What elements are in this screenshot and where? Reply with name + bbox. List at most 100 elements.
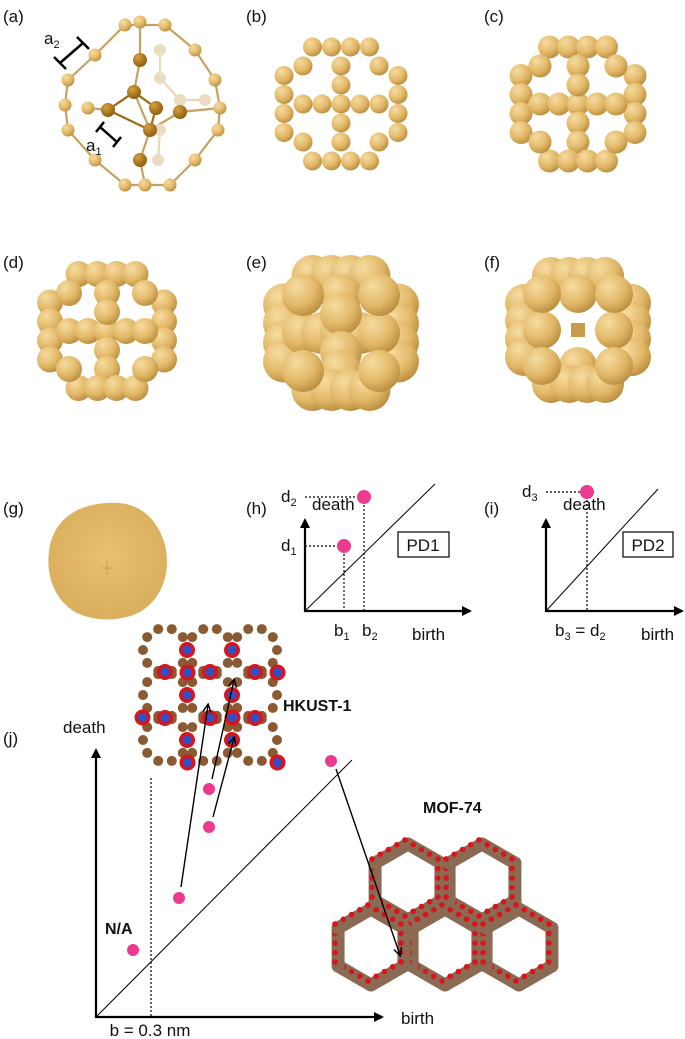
atom <box>435 894 441 900</box>
atom <box>174 94 186 106</box>
atom <box>358 274 400 316</box>
atom <box>373 973 380 980</box>
atom <box>282 350 324 392</box>
atom <box>133 53 147 67</box>
atom <box>320 293 362 335</box>
mof-74-structure <box>331 837 559 992</box>
main-persistence-diagram: death birth b = 0.3 nm N/A HKUST-1 MOF-7… <box>63 680 482 1039</box>
atom <box>504 973 511 980</box>
atom <box>529 911 536 918</box>
atom <box>623 64 647 87</box>
threshold-label: b = 0.3 nm <box>110 1021 191 1039</box>
atom <box>101 103 115 117</box>
atom <box>480 921 486 927</box>
pd1-box-label: PD1 <box>406 536 439 555</box>
atom <box>523 347 561 385</box>
atom <box>389 916 396 923</box>
atom <box>75 318 101 344</box>
atom <box>222 677 233 688</box>
atom <box>188 153 202 167</box>
atom <box>566 73 590 97</box>
atom <box>132 280 158 306</box>
atom <box>177 722 188 733</box>
pd2-diagram: death birth d3 b3 = d2 PD2 <box>522 482 684 644</box>
sphere-cluster-e <box>263 255 419 411</box>
atom <box>303 151 322 171</box>
atom <box>559 275 597 313</box>
pd2-y-label: death <box>563 495 606 514</box>
d3-label: d3 <box>522 482 538 504</box>
mof-label: MOF-74 <box>423 800 482 817</box>
atom <box>154 72 166 84</box>
atom <box>604 92 628 116</box>
atom <box>604 54 628 78</box>
atom <box>94 318 120 344</box>
panel-label-i: (i) <box>484 499 499 518</box>
atom <box>521 906 528 913</box>
atom <box>402 837 408 843</box>
atom <box>166 755 177 766</box>
atom <box>360 37 379 57</box>
atom <box>274 104 294 123</box>
pd1-point-2 <box>357 490 371 504</box>
pd1-y-label: death <box>312 495 355 514</box>
atom <box>177 702 188 713</box>
atom <box>177 632 188 643</box>
atom <box>426 898 433 905</box>
atom <box>348 968 355 975</box>
atom <box>118 178 132 192</box>
atom <box>228 713 237 722</box>
arrow-2 <box>211 680 234 780</box>
atom <box>84 375 111 401</box>
atom <box>293 132 313 152</box>
atom <box>595 275 633 313</box>
atom <box>272 645 282 655</box>
atom <box>472 940 478 946</box>
atom <box>455 911 462 918</box>
atom <box>173 105 187 119</box>
atom <box>513 978 519 984</box>
atom <box>81 101 95 115</box>
atom <box>133 153 147 167</box>
d1-label: d1 <box>281 536 297 558</box>
atom <box>398 959 404 965</box>
atom <box>256 624 267 635</box>
atom <box>331 94 351 114</box>
a2-label: a2 <box>44 29 60 51</box>
atom <box>480 959 486 965</box>
atom <box>369 132 389 152</box>
atom <box>538 35 561 59</box>
panel-label-d: (d) <box>3 253 24 272</box>
atom <box>546 940 552 946</box>
atom <box>476 913 482 919</box>
pd1-point-1 <box>337 539 351 553</box>
atom <box>459 903 466 910</box>
atom <box>205 667 215 677</box>
atom <box>113 318 139 344</box>
panel-label-a: (a) <box>3 7 24 26</box>
atom <box>576 149 599 173</box>
atom <box>513 902 519 908</box>
atom <box>61 73 75 87</box>
atom <box>509 102 533 125</box>
atom <box>509 83 533 106</box>
panel-label-c: (c) <box>484 7 504 26</box>
atom <box>369 894 375 900</box>
atom <box>88 48 102 62</box>
atom <box>273 668 282 677</box>
panel-label-e: (e) <box>246 253 267 272</box>
atom <box>546 949 552 956</box>
atom <box>118 18 132 32</box>
atom <box>418 903 425 910</box>
atom <box>484 908 491 915</box>
point-2 <box>203 821 215 833</box>
b3-label: b3 = d2 <box>555 621 606 643</box>
atom <box>576 35 599 59</box>
atom <box>187 702 198 713</box>
atom <box>472 921 478 927</box>
atom <box>476 837 482 843</box>
atom <box>388 104 408 123</box>
atom <box>509 856 515 862</box>
atom <box>451 851 458 858</box>
atom <box>402 913 408 919</box>
